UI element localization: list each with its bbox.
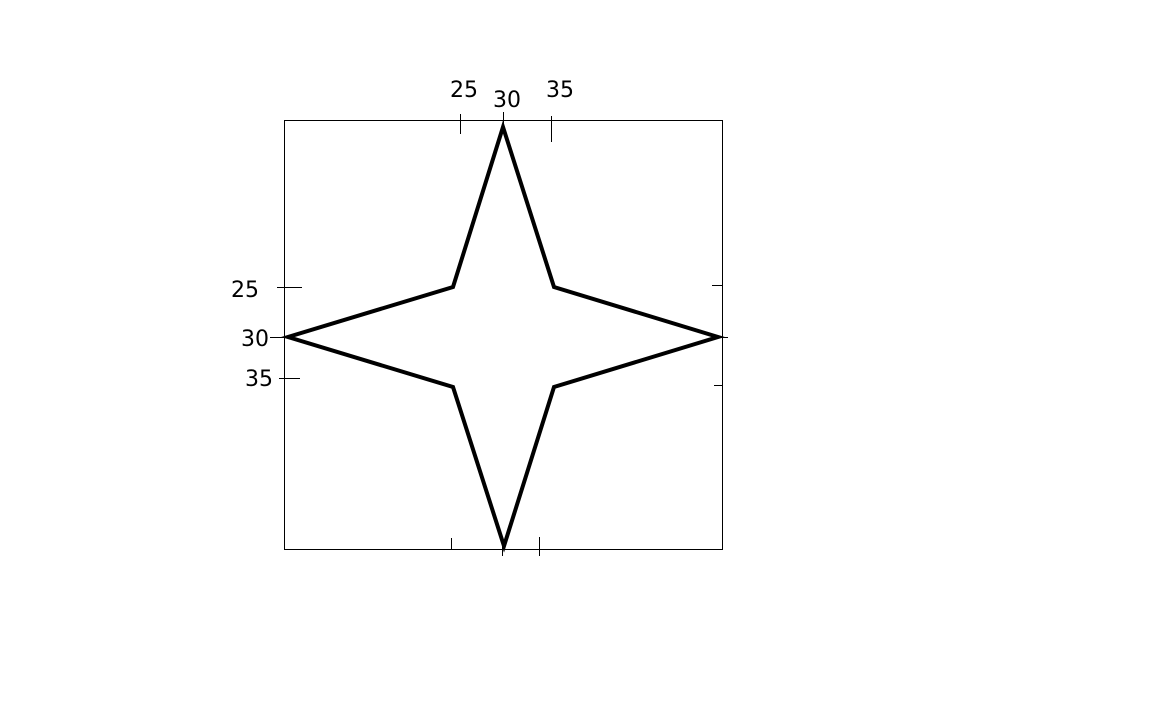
bounding-square	[284, 120, 723, 550]
left-label-25: 25	[231, 278, 259, 303]
left-label-30: 30	[241, 327, 269, 352]
top-label-35: 35	[546, 78, 574, 103]
left-label-35: 35	[245, 367, 273, 392]
top-label-25: 25	[450, 78, 478, 103]
four-pointed-star	[281, 120, 725, 553]
top-label-30: 30	[493, 88, 521, 113]
